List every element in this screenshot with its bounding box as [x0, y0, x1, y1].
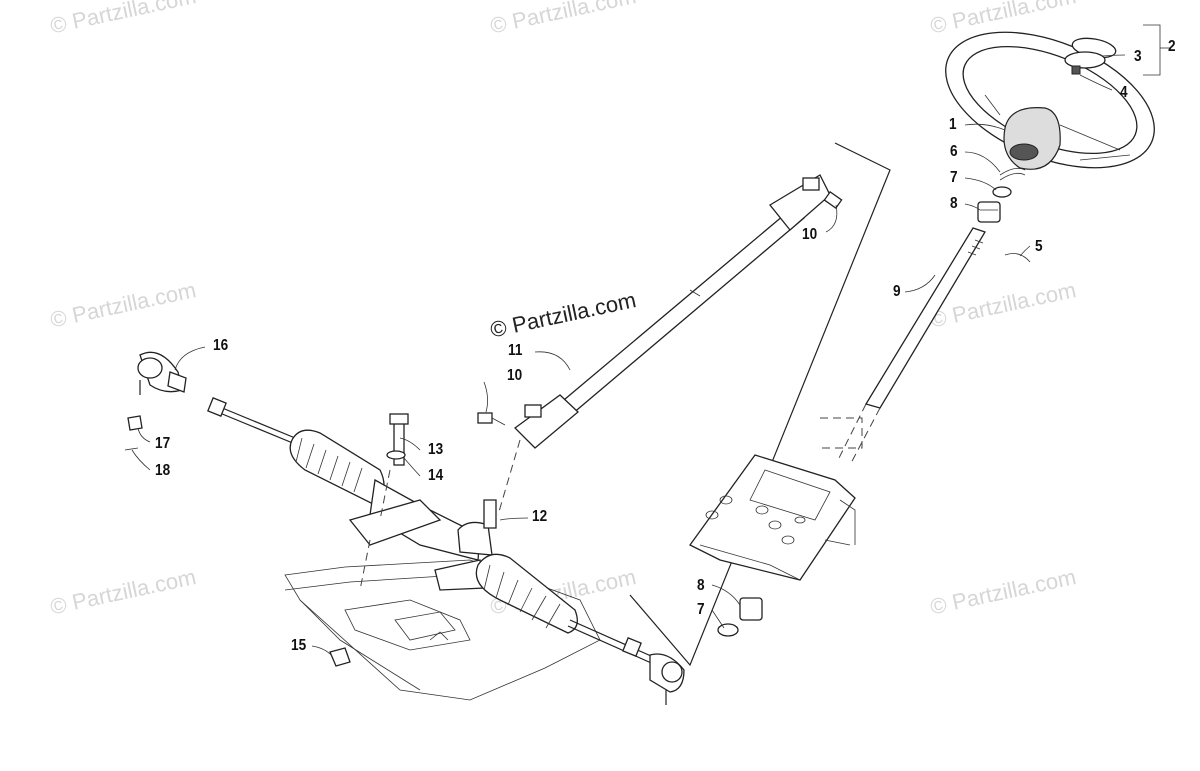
callout-13: 13 — [428, 441, 444, 458]
steering-shaft — [837, 227, 986, 466]
callout-7-upper: 7 — [950, 169, 958, 186]
column-mount — [689, 417, 863, 581]
callout-12: 12 — [532, 508, 548, 525]
callout-14: 14 — [428, 467, 444, 484]
callout-15: 15 — [291, 637, 307, 654]
callout-17: 17 — [155, 435, 171, 452]
callout-6: 6 — [950, 143, 958, 160]
callout-3: 3 — [1134, 48, 1142, 65]
callout-10-upper: 10 — [802, 226, 818, 243]
steering-rack — [124, 351, 685, 705]
callout-2: 2 — [1168, 38, 1176, 55]
callout-16: 16 — [213, 337, 229, 354]
callout-8-upper: 8 — [950, 195, 958, 212]
intermediate-shaft — [497, 174, 831, 516]
horn-cap — [1064, 37, 1117, 75]
callout-10-lower: 10 — [507, 367, 523, 384]
shaft-box — [629, 142, 891, 667]
callout-1: 1 — [949, 116, 957, 133]
callout-5: 5 — [1035, 238, 1043, 255]
leader-lines — [131, 24, 1170, 657]
callout-7-lower: 7 — [697, 601, 705, 618]
steering-wheel — [945, 31, 1155, 170]
bolts-10 — [477, 190, 843, 426]
callout-4: 4 — [1120, 84, 1128, 101]
callout-11: 11 — [508, 342, 523, 359]
callout-18: 18 — [155, 462, 171, 479]
callout-8-lower: 8 — [697, 577, 705, 594]
callout-9: 9 — [893, 283, 901, 300]
